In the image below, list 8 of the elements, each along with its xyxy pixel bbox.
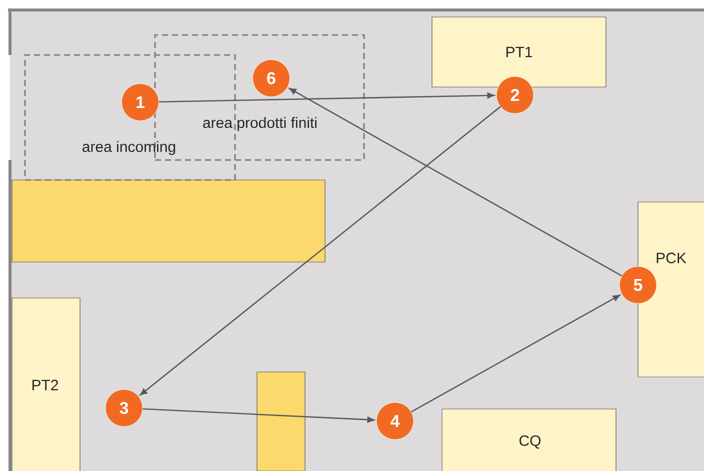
- zone-box: PT1: [432, 16, 606, 88]
- arrow: [142, 408, 374, 423]
- zone-box: PT2: [12, 298, 80, 471]
- arrow: [411, 294, 620, 412]
- arrow: [289, 88, 622, 276]
- zone-box: CQ: [442, 408, 616, 471]
- arrow: [158, 92, 494, 102]
- arrow: [140, 106, 501, 396]
